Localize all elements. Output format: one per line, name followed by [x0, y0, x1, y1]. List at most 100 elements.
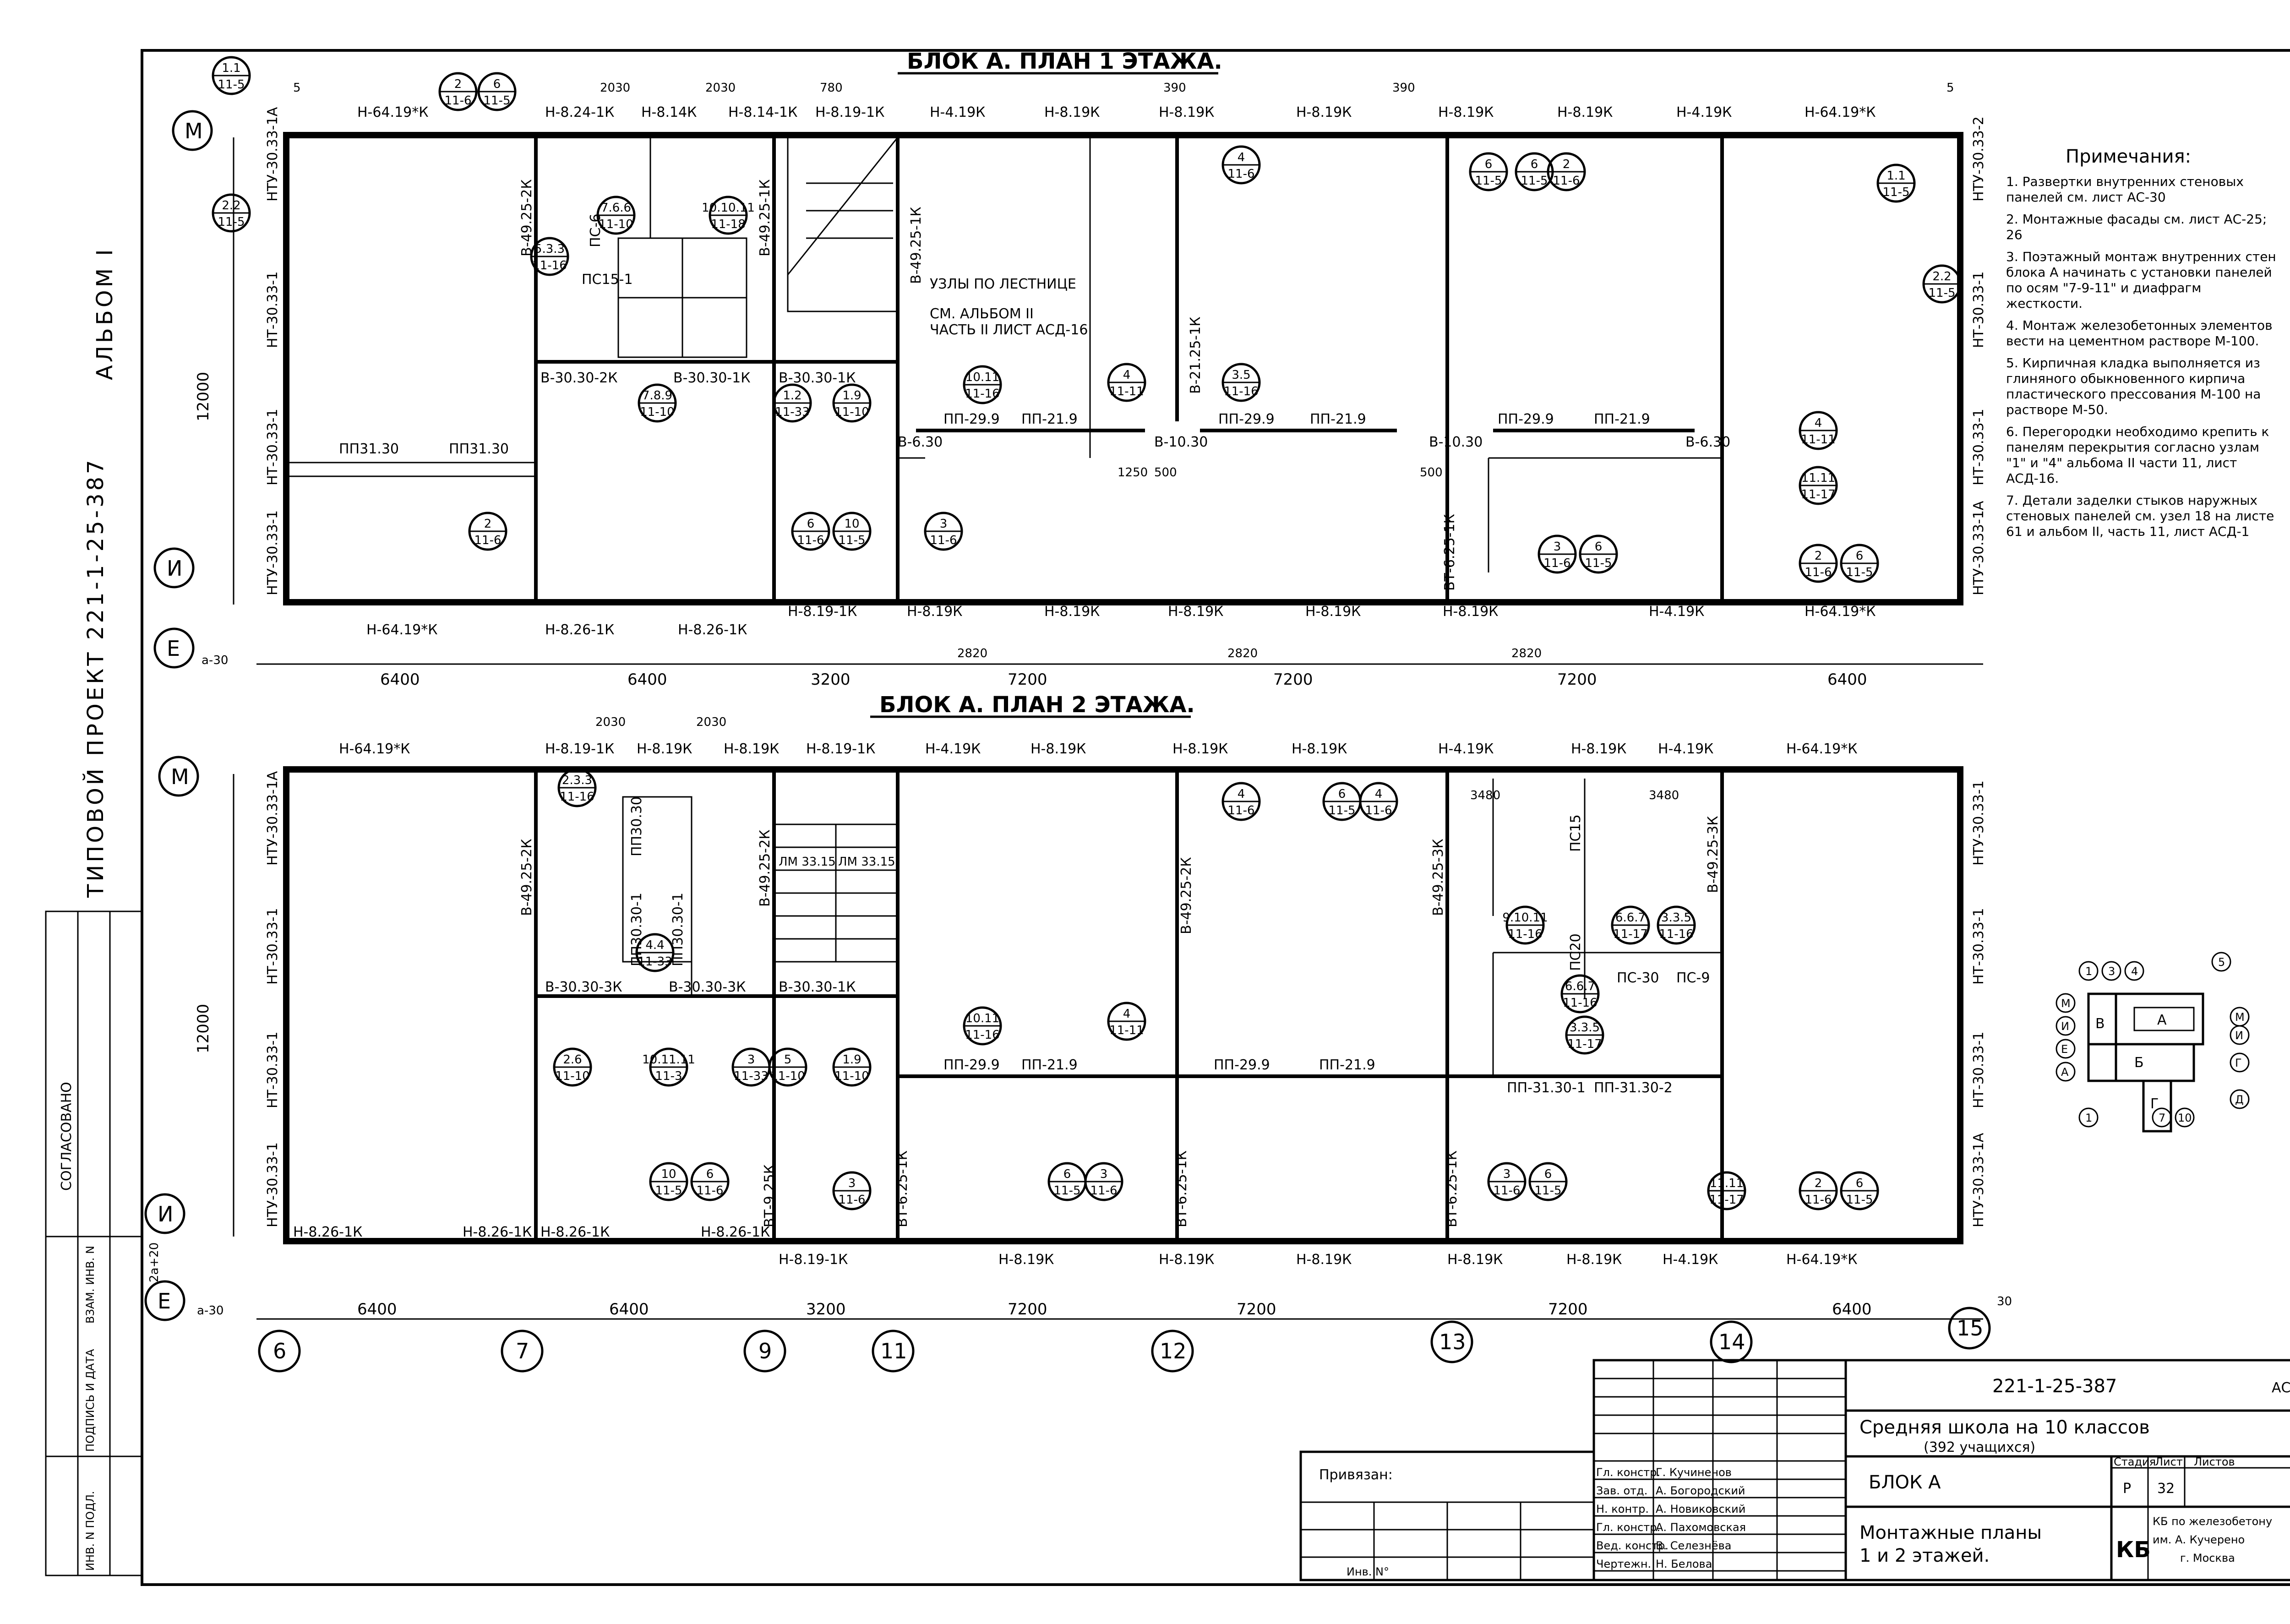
node-marker-sheet: 11-17 [1613, 927, 1648, 941]
node-marker: 611-6 [690, 1162, 730, 1201]
panel-label: Н-8.19-1К [545, 741, 614, 757]
node-marker-sheet: 11-11 [1801, 433, 1836, 447]
node-marker-circle [1799, 411, 1838, 450]
panel-label: НТ-30.33-1 [1971, 271, 1987, 348]
panel-label: ЛМ 33.15 [779, 855, 836, 869]
key-block-g: Г [2150, 1096, 2159, 1112]
node-marker-sheet: 11-3 [655, 1069, 682, 1083]
stamp-title-1: Монтажные планы [1859, 1522, 2042, 1543]
dim-small: 5 [293, 81, 301, 95]
node-marker: 3.3.511-17 [1565, 1015, 1604, 1055]
node-marker-number: 2.6 [563, 1053, 582, 1067]
panel-label: Н-4.19К [925, 741, 981, 757]
node-marker: 311-6 [832, 1171, 872, 1210]
node-marker-circle [924, 512, 963, 551]
node-marker-sheet: 11-5 [838, 534, 865, 547]
panel-label: ПП-21.9 [1021, 1057, 1078, 1073]
floor1-plan [283, 132, 1963, 605]
dim-top: 2030 [696, 715, 726, 729]
dim-bottom1: 6400 [1827, 670, 1867, 689]
dim-small: 2a+20 [147, 1243, 161, 1282]
dim-small: 30 [1997, 1295, 2012, 1308]
node-marker-sheet: 11-33 [638, 955, 672, 969]
key-label: 1 [2085, 965, 2092, 978]
node-marker-circle [553, 1047, 592, 1087]
dim-small: 500 [1154, 466, 1177, 480]
side-cell-3: ВЗАМ. ИНВ. N [84, 1246, 97, 1324]
panel-label: ВТ-6.25-1К [1174, 1150, 1190, 1227]
panel-label: Н-8.19К [724, 741, 779, 757]
node-marker-number: 3.5 [1232, 368, 1250, 382]
stair-note-1: УЗЛЫ ПО ЛЕСТНИЦЕ [930, 276, 1076, 292]
dim-small: 1250 [1118, 466, 1148, 480]
node-marker-sheet: 11-5 [483, 94, 510, 108]
node-marker: 3.511-16 [1221, 363, 1261, 402]
node-marker-circle [768, 1047, 807, 1087]
node-marker-sheet: 11-16 [1508, 927, 1543, 941]
axis-col-15: 15 [1957, 1316, 1984, 1341]
node-marker-sheet: 11-33 [734, 1069, 769, 1083]
panel-label: В-30.30-3К [669, 979, 746, 995]
node-marker-number: 2 [484, 517, 492, 531]
node-marker: 411-11 [1107, 1002, 1146, 1041]
dim-12000-floor1: 12000 [194, 372, 213, 421]
dim-small: 780 [820, 81, 843, 95]
key-block-b: Б [2134, 1055, 2144, 1071]
node-marker-number: 1.9 [842, 1053, 861, 1067]
node-marker: 311-6 [924, 512, 963, 551]
stamp-role: Н. контр. [1596, 1503, 1649, 1515]
node-marker-circle [963, 1006, 1002, 1046]
node-marker: 6.6.711-16 [1560, 974, 1600, 1014]
node-marker-number: 3 [1554, 540, 1561, 554]
node-marker-number: 5.3.3 [534, 242, 565, 256]
stamp-name: Г. Кучиненов [1656, 1466, 1732, 1479]
dim-top: 2820 [1511, 647, 1542, 660]
dim-bottom2: 7200 [1008, 1300, 1047, 1319]
node-marker: 311-33 [731, 1047, 771, 1087]
axis-col-7: 7 [516, 1339, 529, 1363]
stamp-role: Зав. отд. [1596, 1484, 1647, 1497]
side-album: АЛЬБОМ I [92, 247, 118, 380]
node-marker-circle [1560, 974, 1600, 1014]
dim-top: 2820 [1227, 647, 1258, 660]
node-marker-number: 4 [1815, 416, 1822, 430]
key-label: 5 [2218, 956, 2225, 969]
node-marker-sheet: 11-6 [797, 534, 824, 547]
node-marker-number: 3 [1503, 1167, 1511, 1181]
node-marker-circle [1084, 1162, 1123, 1201]
panel-label: Н-8.26-1К [678, 622, 747, 638]
node-marker: 611-6 [791, 512, 830, 551]
axis-col-14: 14 [1718, 1330, 1745, 1354]
panel-label: НТУ-30.33-1 [265, 510, 281, 595]
panel-label: Н-8.19К [1159, 1252, 1214, 1268]
node-marker-number: 6 [1856, 549, 1864, 563]
panel-label: Н-4.19К [1663, 1252, 1718, 1268]
panel-label: Н-8.19К [637, 741, 692, 757]
node-marker-circle [690, 1162, 730, 1201]
node-marker-number: 2.3.3 [562, 774, 592, 787]
node-marker-sheet: 11-5 [1846, 566, 1873, 579]
row-axes: М И Е М И Е [144, 110, 213, 1321]
panel-label: НТУ-30.33-1А [1971, 1133, 1987, 1227]
node-marker: 1.911-10 [832, 1047, 872, 1087]
floor2-plan [283, 766, 1963, 1244]
node-marker-sheet: 11-5 [218, 78, 245, 92]
node-marker-number: 1.9 [842, 389, 861, 403]
node-marker-circle [832, 383, 872, 423]
panel-label: Н-8.19-1К [815, 104, 884, 120]
key-label: М [2235, 1011, 2245, 1024]
panel-label: Н-64.19*К [1786, 741, 1858, 757]
node-marker-number: 6 [1063, 1167, 1071, 1181]
node-marker: 611-5 [1047, 1162, 1087, 1201]
node-marker-number: 10 [661, 1167, 676, 1181]
panel-label: НТУ-30.33-1А [265, 107, 281, 202]
key-label: 1 [2085, 1112, 2092, 1124]
node-marker-circle [638, 383, 677, 423]
stair-note-3: ЧАСТЬ II ЛИСТ АСД-16 [930, 322, 1088, 338]
node-marker-sheet: 11-10 [599, 218, 633, 231]
floor2-title: БЛОК А. ПЛАН 2 ЭТАЖА. [879, 692, 1195, 718]
node-marker-number: 6 [706, 1167, 714, 1181]
dim-bottom1: 7200 [1557, 670, 1597, 689]
